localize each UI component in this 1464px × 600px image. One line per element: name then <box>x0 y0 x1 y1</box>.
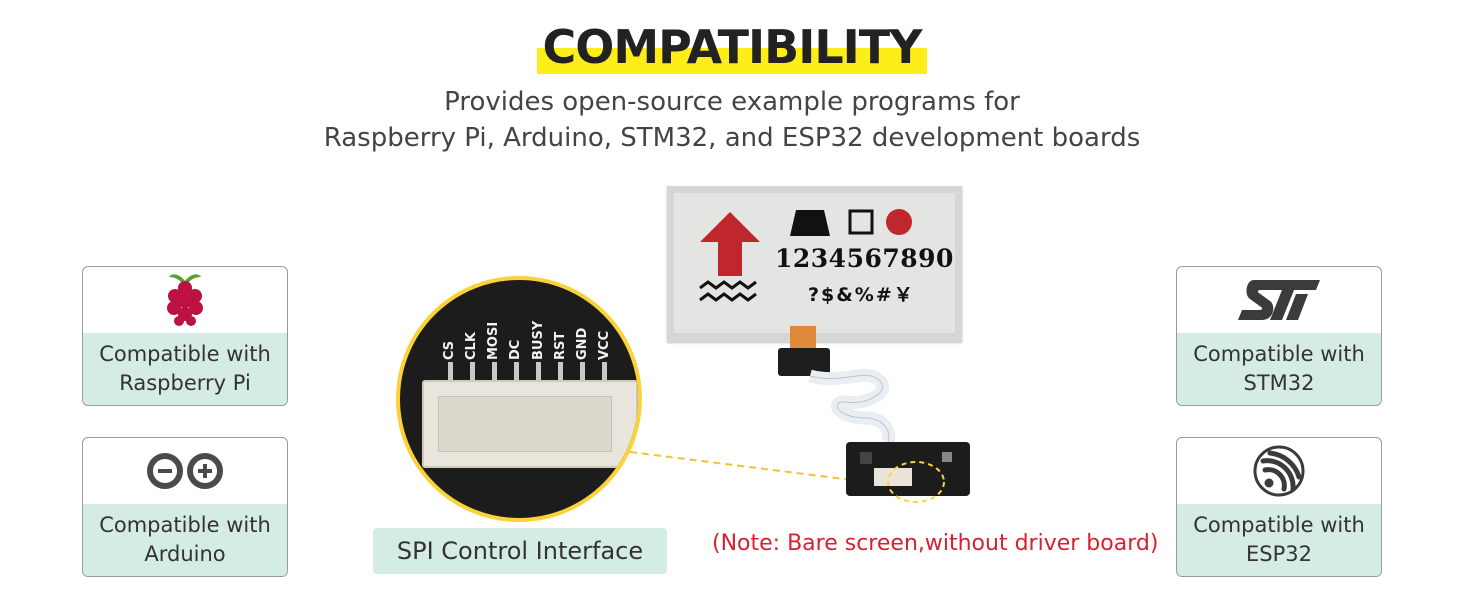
card-label-line-2: Raspberry Pi <box>119 371 251 395</box>
card-arduino: Compatible with Arduino <box>82 437 288 577</box>
pin-label-dc: DC <box>508 339 524 360</box>
pin-stub <box>492 362 497 386</box>
note-prefix: Note: <box>720 531 781 556</box>
card-stm32: Compatible with STM32 <box>1176 266 1382 406</box>
pin-stub <box>602 362 607 386</box>
note-body: Bare screen,without driver board) <box>780 531 1159 556</box>
fpc-connector <box>422 380 638 468</box>
display-digits: 1234567890 <box>775 244 954 273</box>
card-label-line-1: Compatible with <box>1193 513 1365 537</box>
pin-label-cs: CS <box>442 340 457 360</box>
card-label-line-2: ESP32 <box>1246 542 1312 566</box>
card-label-line-2: Arduino <box>144 542 226 566</box>
card-label-line-1: Compatible with <box>99 342 271 366</box>
pin-stub <box>536 362 541 386</box>
pin-label-vcc: VCC <box>596 330 612 360</box>
card-raspberry-pi: Compatible with Raspberry Pi <box>82 266 288 406</box>
espressif-logo-icon <box>1177 438 1381 504</box>
zoom-leader-line <box>629 451 901 487</box>
card-label: Compatible with Raspberry Pi <box>83 333 287 405</box>
subtitle-line-1: Provides open-source example programs fo… <box>444 87 1020 117</box>
spi-connector-zoom: CS CLK MOSI DC BUSY RST GND VCC <box>396 276 642 522</box>
pin-labels: CS CLK MOSI DC BUSY RST GND VCC <box>442 302 612 360</box>
header: COMPATIBILITY <box>0 18 1464 76</box>
red-arrow-icon <box>699 212 760 302</box>
note-open-paren: ( <box>712 531 721 556</box>
raspberry-pi-logo-icon <box>83 267 287 333</box>
card-label-line-1: Compatible with <box>99 513 271 537</box>
pin-label-busy: BUSY <box>530 320 546 360</box>
pin-stub <box>514 362 519 386</box>
pin-label-rst: RST <box>552 331 568 360</box>
pin-stub <box>470 362 475 386</box>
pin-stub <box>558 362 563 386</box>
shape-icons <box>790 209 912 236</box>
subtitle-line-2: Raspberry Pi, Arduino, STM32, and ESP32 … <box>323 123 1141 153</box>
trapezoid-icon <box>790 210 830 236</box>
card-label-line-1: Compatible with <box>1193 342 1365 366</box>
pin-label-mosi: MOSI <box>486 321 502 360</box>
driver-board-illustration <box>778 326 970 503</box>
card-esp32: Compatible with ESP32 <box>1176 437 1382 577</box>
red-circle-icon <box>886 209 912 235</box>
st-logo-icon <box>1177 267 1381 333</box>
spi-interface-label: SPI Control Interface <box>373 528 667 574</box>
square-icon <box>848 209 874 235</box>
card-label: Compatible with STM32 <box>1177 333 1381 405</box>
note-text: (Note: Bare screen,without driver board) <box>712 531 1158 556</box>
pin-label-gnd: GND <box>574 327 590 360</box>
page-title: COMPATIBILITY <box>536 18 928 76</box>
card-label: Compatible with Arduino <box>83 504 287 576</box>
pin-stub <box>448 362 453 386</box>
pin-stub <box>580 362 585 386</box>
card-label: Compatible with ESP32 <box>1177 504 1381 576</box>
arduino-logo-icon <box>83 438 287 504</box>
display-symbols: ?$&%#￥ <box>808 284 915 306</box>
card-label-line-2: STM32 <box>1243 371 1315 395</box>
pin-label-clk: CLK <box>464 332 480 360</box>
